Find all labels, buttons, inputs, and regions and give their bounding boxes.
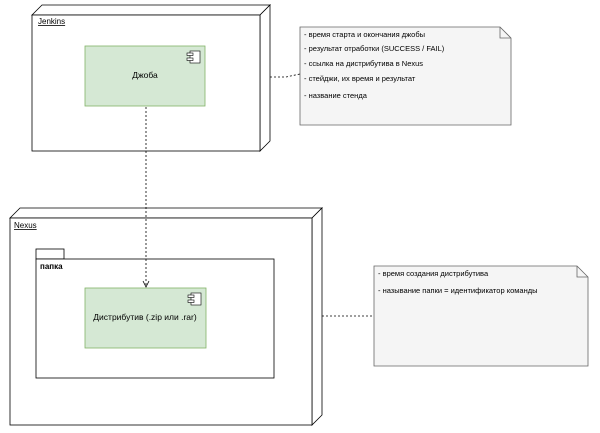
job-component[interactable]: Джоба xyxy=(84,45,206,107)
job-to-distributive-arrow xyxy=(142,107,150,288)
jenkins-note-connector xyxy=(270,73,301,78)
component-icon xyxy=(187,292,202,306)
nexus-note-line-2: - называние папки = идентификатор команд… xyxy=(378,286,537,295)
folder-package-label: папка xyxy=(40,262,63,271)
folder-package[interactable]: папка xyxy=(35,248,275,379)
nexus-note[interactable]: - время создания дистрибутива - называни… xyxy=(373,265,589,367)
distributive-component-label: Дистрибутив (.zip или .rar) xyxy=(93,312,197,322)
jenkins-note-line-3: - ссылка на дистрибутива в Nexus xyxy=(304,59,423,68)
jenkins-note-line-1: - время старта и окончания джобы xyxy=(304,30,425,39)
jenkins-note-line-4: - стейджи, их время и результат xyxy=(304,74,416,83)
jenkins-node-label: Jenkins xyxy=(38,17,65,26)
job-component-label: Джоба xyxy=(132,70,158,80)
nexus-note-line-1: - время создания дистрибутива xyxy=(378,269,489,278)
jenkins-note-line-5: - название стенда xyxy=(304,91,368,100)
nexus-node-label: Nexus xyxy=(14,221,37,230)
jenkins-note-line-2: - результат отработки (SUCCESS / FAIL) xyxy=(304,44,445,53)
component-icon xyxy=(186,50,201,64)
distributive-component[interactable]: Дистрибутив (.zip или .rar) xyxy=(84,287,207,349)
jenkins-note[interactable]: - время старта и окончания джобы - резул… xyxy=(299,26,512,126)
